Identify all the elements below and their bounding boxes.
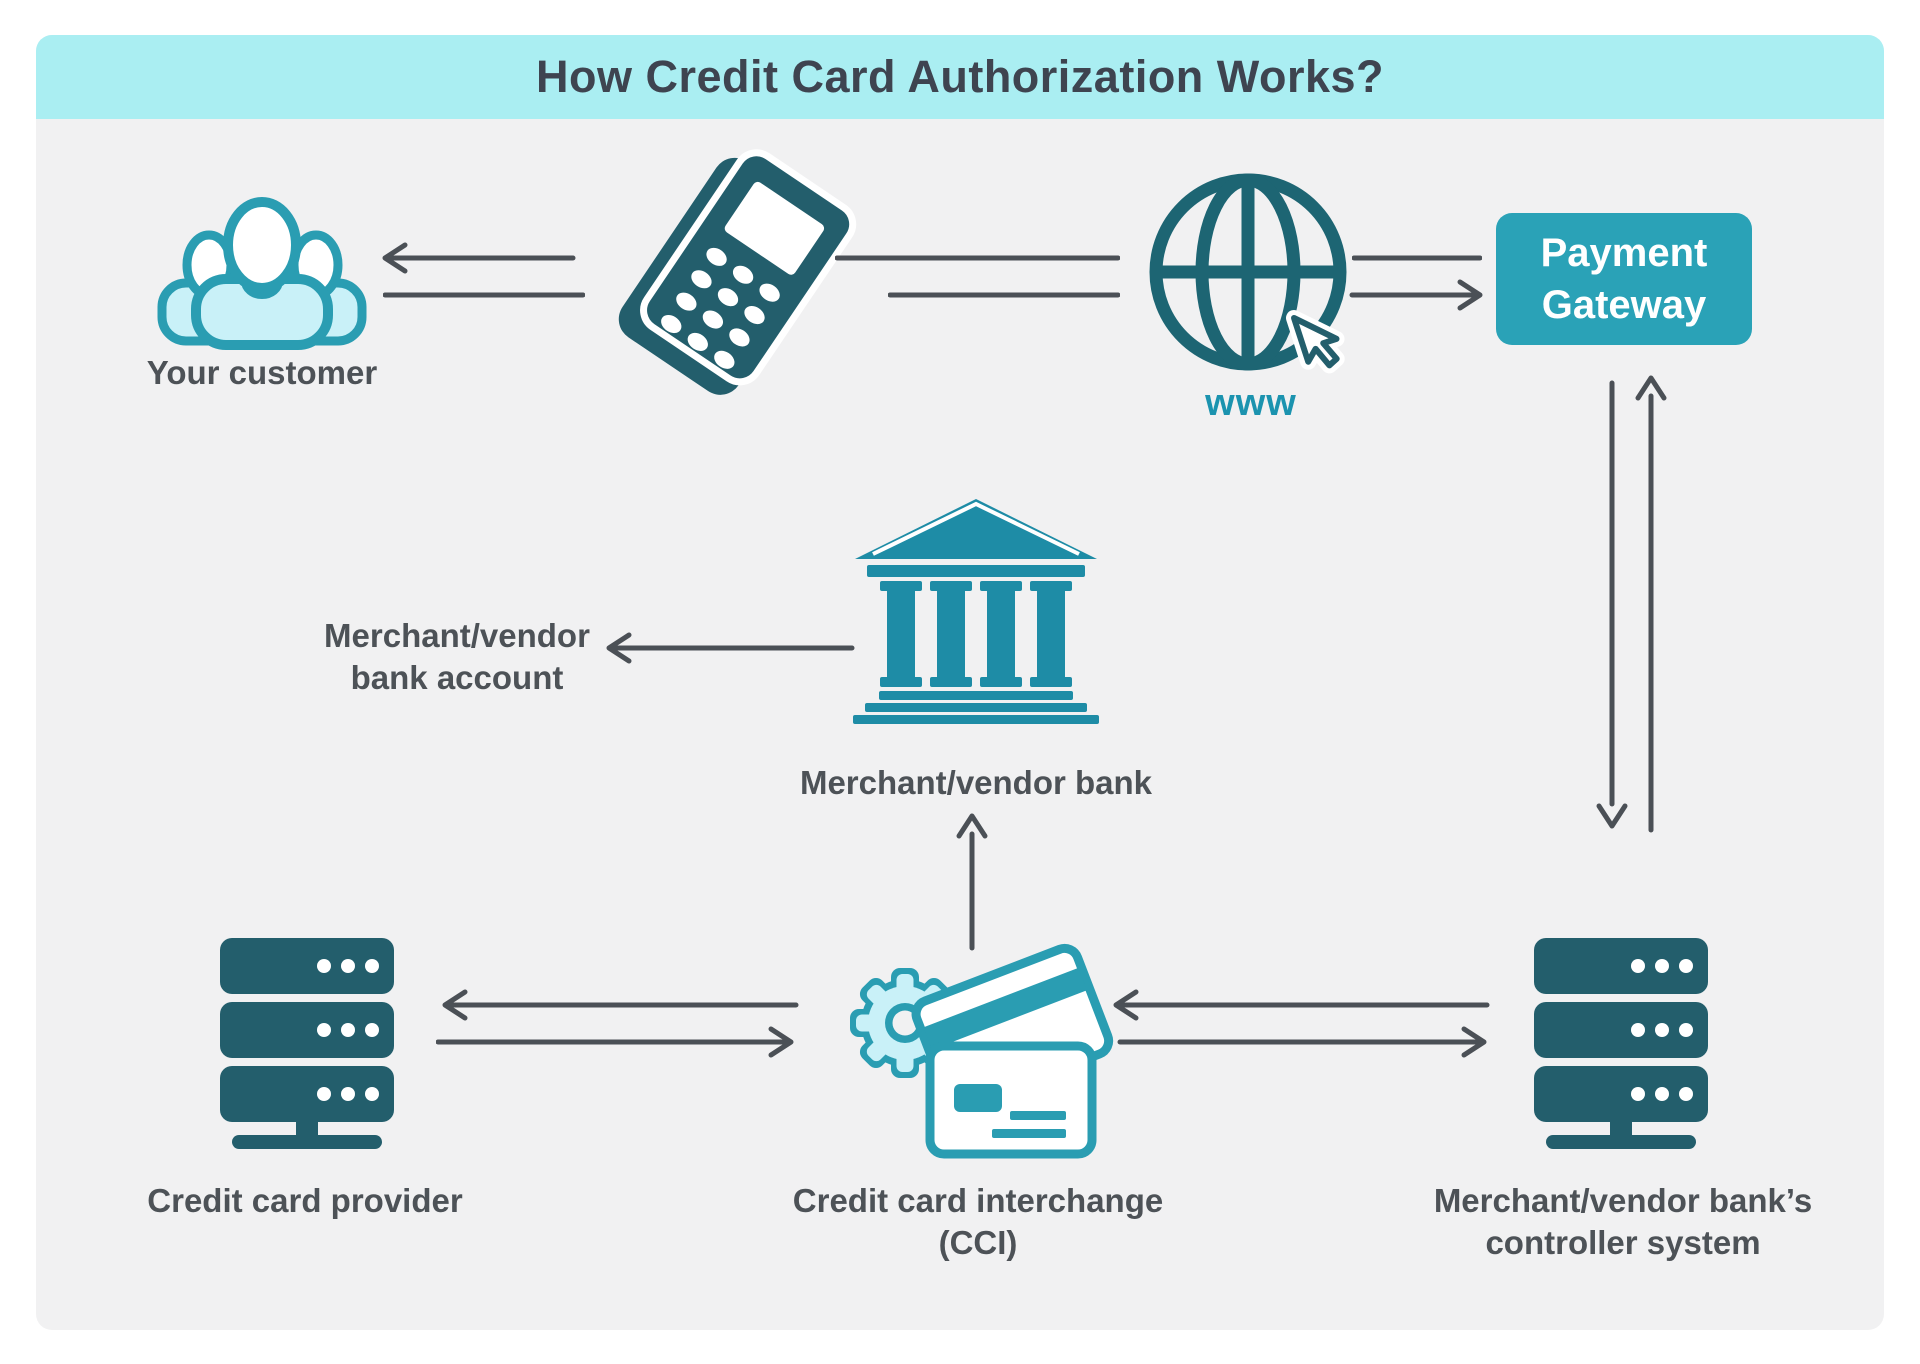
payment-gateway-box: Payment Gateway bbox=[1496, 213, 1752, 345]
arrow-terminal-to-customer bbox=[382, 242, 576, 274]
line-terminal-globe-bottom bbox=[888, 292, 1120, 298]
front-credit-card bbox=[925, 1041, 1097, 1159]
credit-card-interchange-label: Credit card interchange (CCI) bbox=[792, 1182, 1164, 1261]
server-icon bbox=[220, 938, 394, 1149]
line-terminal-globe-top bbox=[835, 255, 1120, 261]
cursor-icon bbox=[1286, 310, 1345, 374]
arrow-cci-to-controller bbox=[1117, 1026, 1487, 1058]
arrow-controller-to-gateway bbox=[1635, 375, 1667, 833]
customer-label: Your customer bbox=[146, 354, 378, 391]
arrow-cci-to-bank bbox=[956, 813, 988, 951]
pos-terminal-icon bbox=[618, 149, 857, 395]
arrow-controller-to-cci bbox=[1113, 989, 1490, 1021]
arrow-gateway-to-controller bbox=[1596, 380, 1628, 829]
title-bar: How Credit Card Authorization Works? bbox=[36, 35, 1884, 119]
arrow-bank-to-account bbox=[606, 632, 855, 664]
arrow-globe-to-gateway bbox=[1349, 279, 1483, 311]
customers-icon bbox=[157, 197, 367, 350]
credit-card-provider-label: Credit card provider bbox=[147, 1182, 463, 1219]
globe-cursor-icon bbox=[1149, 173, 1347, 374]
line-globe-gateway-top bbox=[1352, 255, 1482, 261]
arrow-provider-to-cci bbox=[436, 1026, 794, 1058]
www-label: www bbox=[1205, 382, 1297, 424]
controller-system-label: Merchant/vendor bank’s controller system bbox=[1433, 1182, 1813, 1261]
page-title: How Credit Card Authorization Works? bbox=[535, 51, 1385, 102]
server-icon bbox=[1534, 938, 1708, 1149]
bank-icon bbox=[853, 499, 1099, 724]
arrow-cci-to-provider bbox=[442, 989, 799, 1021]
bank-account-label: Merchant/vendor bank account bbox=[324, 617, 590, 696]
line-customer-to-terminal bbox=[383, 292, 585, 298]
gear-credit-card-icon bbox=[850, 943, 1114, 1159]
merchant-bank-label: Merchant/vendor bank bbox=[799, 764, 1153, 801]
